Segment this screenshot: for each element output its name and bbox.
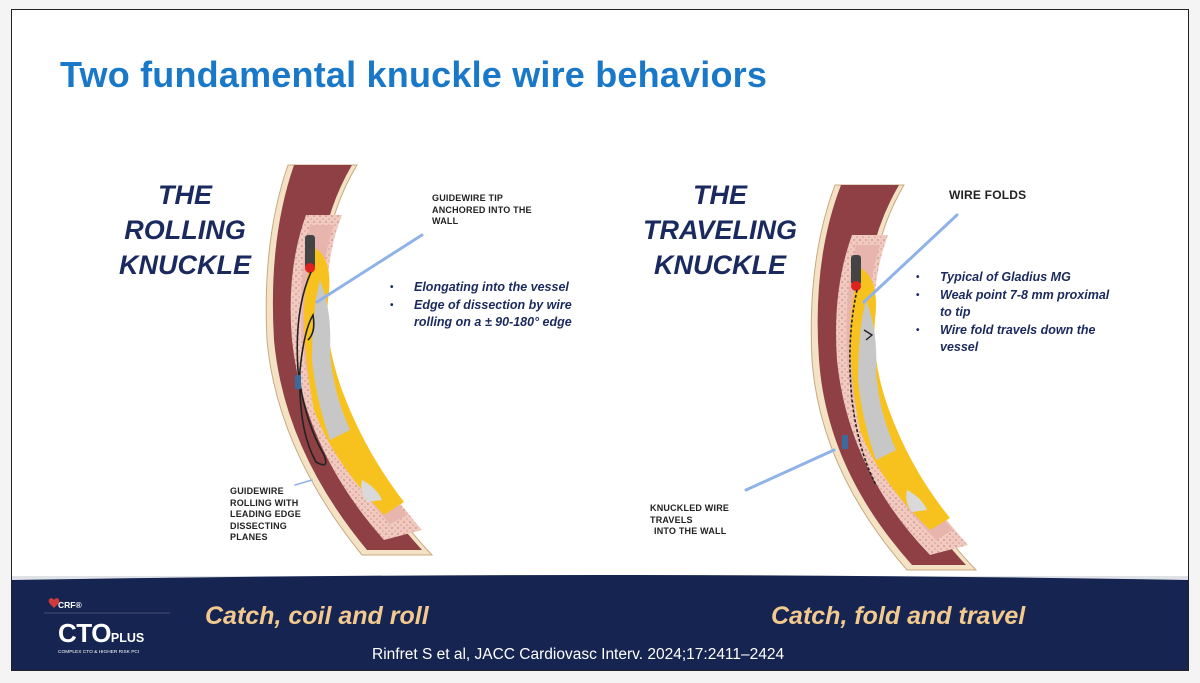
- callout-lines: [294, 213, 959, 492]
- slide-title: Two fundamental knuckle wire behaviors: [60, 54, 768, 95]
- slide: Two fundamental knuckle wire behaviors: [11, 9, 1189, 671]
- heading-line: KNUCKLE: [119, 250, 251, 280]
- heading-line: KNUCKLE: [654, 250, 786, 280]
- callout-line: WALL: [432, 216, 459, 226]
- bullet-item: Typical of Gladius MG: [914, 269, 1109, 287]
- bullet-item: rolling on a ± 90-180° edge: [414, 315, 572, 329]
- footer-banner: [12, 575, 1188, 670]
- bullet-item: Elongating into the vessel: [388, 279, 572, 297]
- knuckled-wire-callout: KNUCKLED WIRE TRAVELS INTO THE WALL: [650, 503, 729, 538]
- traveling-knuckle-bullets: Typical of Gladius MG Weak point 7-8 mm …: [914, 269, 1109, 357]
- crf-logo-text: CRF®: [58, 600, 82, 610]
- bullet-item: Edge of dissection by wire: [388, 297, 572, 315]
- bullet-item: Weak point 7-8 mm proximal: [914, 287, 1109, 305]
- callout-line: GUIDEWIRE: [230, 486, 284, 496]
- heading-line: ROLLING: [124, 215, 246, 245]
- heading-line: THE: [693, 180, 747, 210]
- callout-line: GUIDEWIRE TIP: [432, 193, 504, 203]
- callout-line: INTO THE WALL: [654, 526, 727, 536]
- wire-folds-callout: WIRE FOLDS: [949, 188, 1027, 202]
- heading-line: THE: [158, 180, 212, 210]
- tagline-right: Catch, fold and travel: [771, 602, 1026, 630]
- logo-subtitle: COMPLEX CTO & HIGHER RISK PCI: [58, 650, 140, 655]
- callout-line: ANCHORED INTO THE: [432, 204, 532, 215]
- traveling-knuckle-vessel: [810, 184, 978, 571]
- bullet-continuation: vessel: [940, 340, 979, 354]
- vessel-diagrams: [12, 164, 1188, 670]
- cto-plus-logo: CTOPLUS: [58, 618, 144, 649]
- callout-line: LEADING EDGE: [230, 509, 301, 519]
- plus-logo-text: PLUS: [110, 631, 145, 645]
- callout-line: ROLLING WITH: [230, 497, 299, 508]
- rolling-knuckle-bullets: Elongating into the vessel Edge of disse…: [388, 279, 572, 332]
- bullet-continuation: to tip: [940, 305, 971, 319]
- bullet-item: Wire fold travels down the: [914, 322, 1109, 340]
- tagline-left: Catch, coil and roll: [205, 602, 429, 630]
- callout-line: KNUCKLED WIRE: [650, 503, 730, 513]
- cto-logo-text: CTO: [58, 618, 111, 648]
- rolling-knuckle-heading: THE ROLLING KNUCKLE: [106, 178, 264, 283]
- traveling-knuckle-heading: THE TRAVELING KNUCKLE: [630, 178, 810, 283]
- guidewire-rolling-callout: GUIDEWIRE ROLLING WITH LEADING EDGE DISS…: [230, 486, 301, 544]
- guidewire-tip-callout: GUIDEWIRE TIP ANCHORED INTO THE WALL: [432, 193, 532, 228]
- callout-line: DISSECTING: [230, 520, 288, 531]
- callout-line: TRAVELS: [650, 514, 693, 525]
- citation: Rinfret S et al, JACC Cardiovasc Interv.…: [372, 646, 785, 663]
- heading-line: TRAVELING: [643, 215, 797, 245]
- callout-line: PLANES: [230, 532, 268, 542]
